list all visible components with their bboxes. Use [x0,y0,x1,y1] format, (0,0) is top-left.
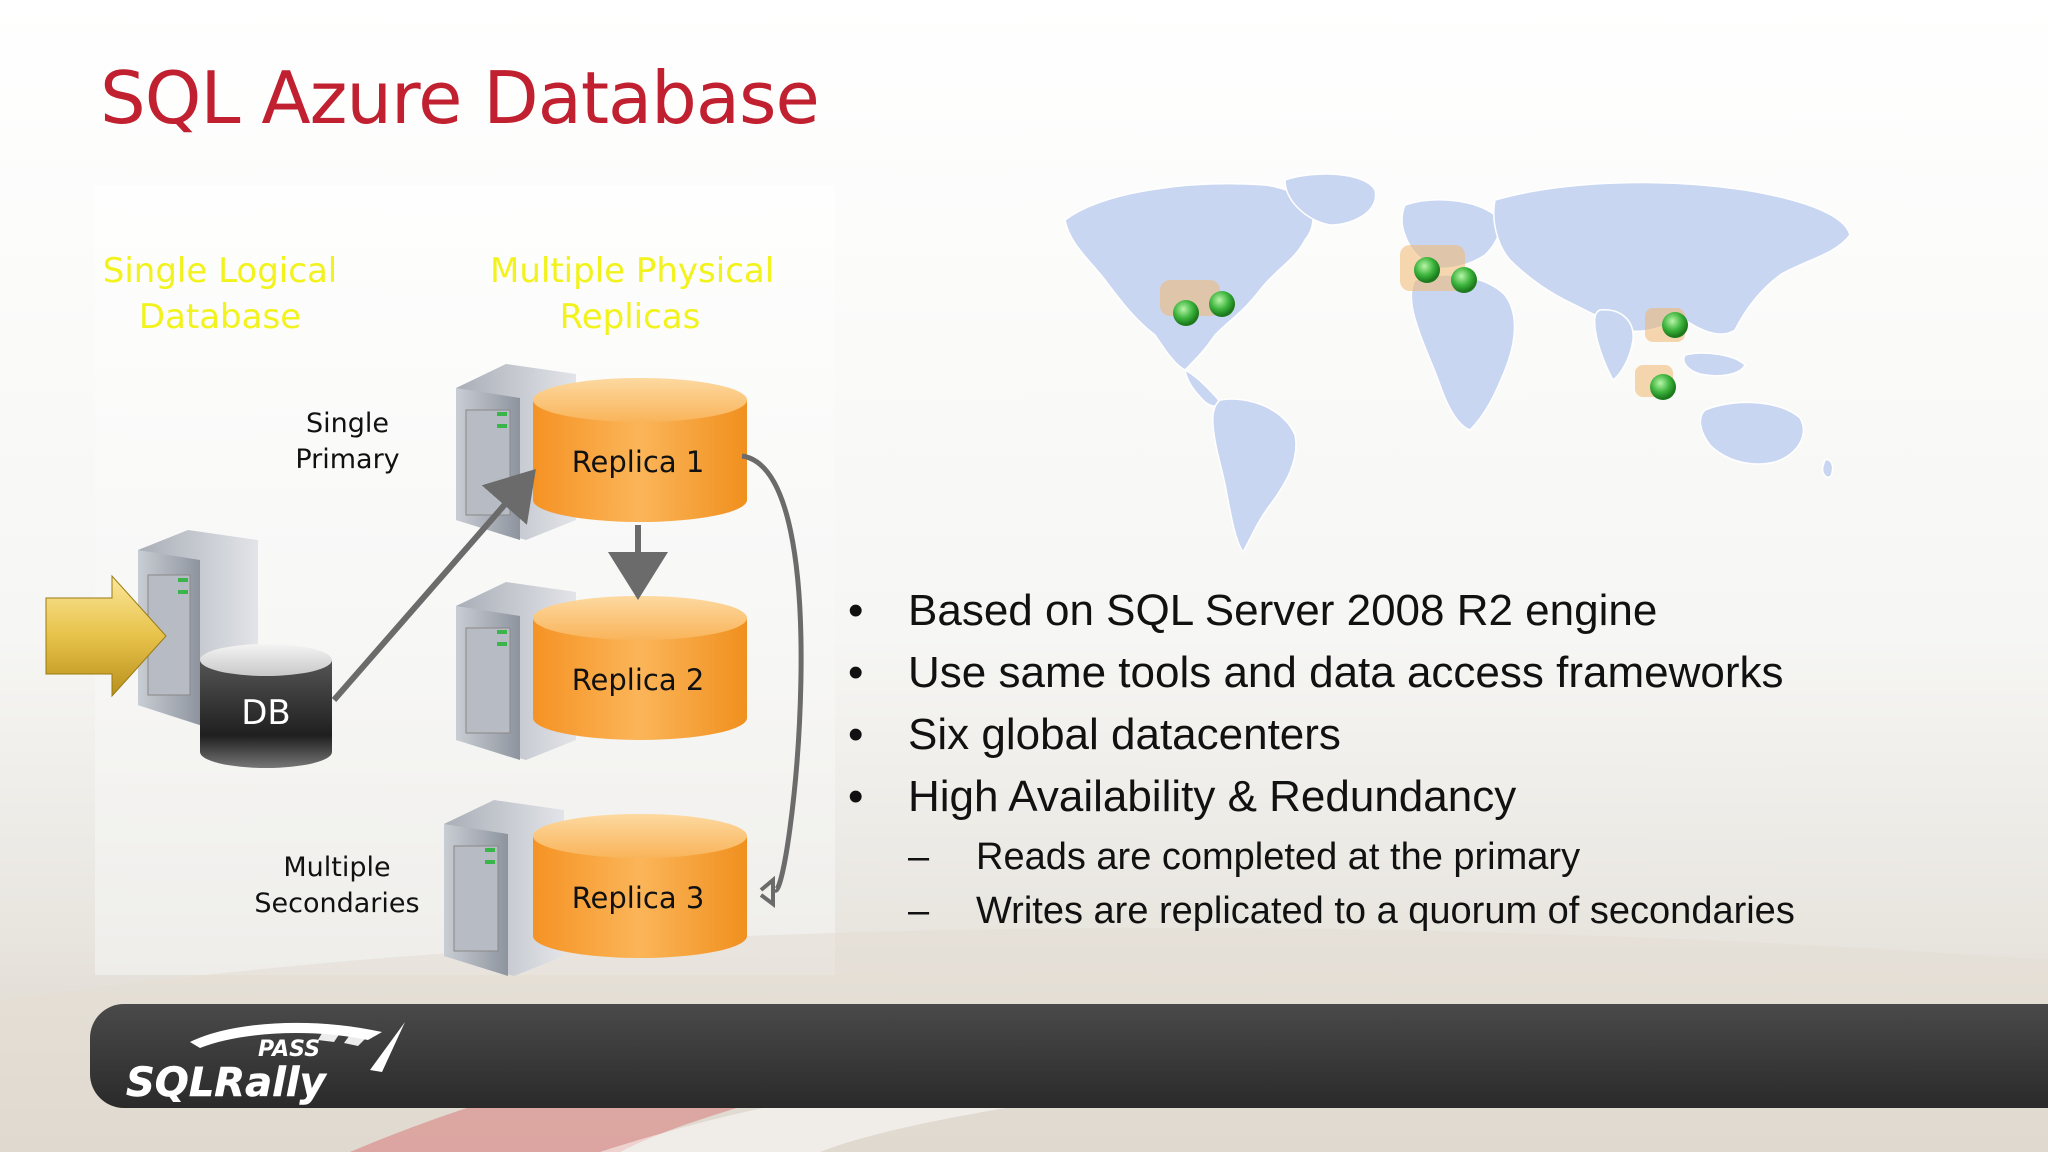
datacenter-marker [1209,291,1235,317]
replica-3-label: Replica 3 [572,881,705,915]
continent-australia [1699,401,1805,465]
continent-africa [1410,274,1516,431]
world-map [1064,173,1851,554]
header-single-logical-database: Single Logical Database [100,248,340,340]
footer-bar [90,1004,2048,1108]
replica-2-label: Replica 2 [572,663,705,697]
sub-bullet-list: – Reads are completed at the primary – Wri… [908,830,2020,938]
db-label: DB [241,693,291,733]
replica-1-cylinder [533,378,747,522]
bullet-text: Use same tools and data access framework… [908,648,1784,697]
bullet-marker: • [848,772,864,821]
logo-sqlrally-text: SQLRally [126,1060,328,1106]
continent-new-zealand [1821,458,1834,478]
sub-bullet-text: Reads are completed at the primary [976,836,1581,878]
continent-sea-islands [1683,352,1746,377]
sqlrally-logo: PASS SQLRally [126,1022,405,1106]
bracket-tail [759,875,775,908]
arrow-primary-to-replica-3 [741,453,804,893]
bullet-text: Six global datacenters [908,710,1341,759]
header-left-line-1: Single Logical [102,251,338,291]
dash-marker: – [908,890,930,932]
bullet-item: • Based on SQL Server 2008 R2 engine [840,580,2020,642]
bullet-item: • Six global datacenters [840,704,2020,766]
bullet-list: • Based on SQL Server 2008 R2 engine • Use… [840,580,2020,938]
sub-bullet-text: Writes are replicated to a quorum of sec… [976,890,1795,932]
datacenter-marker [1650,374,1676,400]
secondaries-line-2: Secondaries [254,888,420,919]
continent-india [1593,309,1634,382]
db-cylinder [200,644,332,768]
datacenter-marker [1173,300,1199,326]
arrow-db-to-primary [331,468,536,702]
bullet-marker: • [848,586,864,635]
replica-1-label: Replica 1 [572,445,705,479]
dash-marker: – [908,836,930,878]
bullet-item: • Use same tools and data access framewor… [840,642,2020,704]
header-right-line-1: Multiple Physical [490,251,775,291]
secondaries-line-1: Multiple [283,852,391,883]
header-left-line-2: Database [138,297,302,337]
header-right-line-2: Replicas [559,297,701,337]
slide-title: SQL Azure Database [100,56,820,140]
label-single-primary: Single Primary [280,406,415,478]
datacenter-marker [1414,257,1440,283]
continent-asia [1493,181,1851,335]
bullet-text: Based on SQL Server 2008 R2 engine [908,586,1658,635]
input-arrow [45,574,167,698]
logo-pass-text: PASS [258,1037,320,1062]
header-multiple-physical-replicas: Multiple Physical Replicas [490,248,775,340]
logo-checkered-stripes [318,1028,368,1046]
replica-2-cylinder [533,596,747,740]
continent-north-america [1064,183,1314,371]
datacenter-marker [1451,267,1477,293]
sub-bullet-item: – Reads are completed at the primary [908,830,2020,884]
replica-3-cylinder [533,814,747,958]
bullet-item: • High Availability & Redundancy – Reads a… [840,766,2020,938]
bullet-marker: • [848,648,864,697]
label-multiple-secondaries: Multiple Secondaries [252,850,422,922]
bullet-marker: • [848,710,864,759]
bullet-text: High Availability & Redundancy [908,772,1517,821]
continent-greenland [1284,173,1377,226]
continent-south-america [1212,398,1297,554]
datacenter-marker [1662,312,1688,338]
primary-line-1: Single [305,408,389,439]
sub-bullet-item: – Writes are replicated to a quorum of se… [908,884,2020,938]
logo-needle [370,1022,405,1072]
primary-line-2: Primary [295,444,400,475]
